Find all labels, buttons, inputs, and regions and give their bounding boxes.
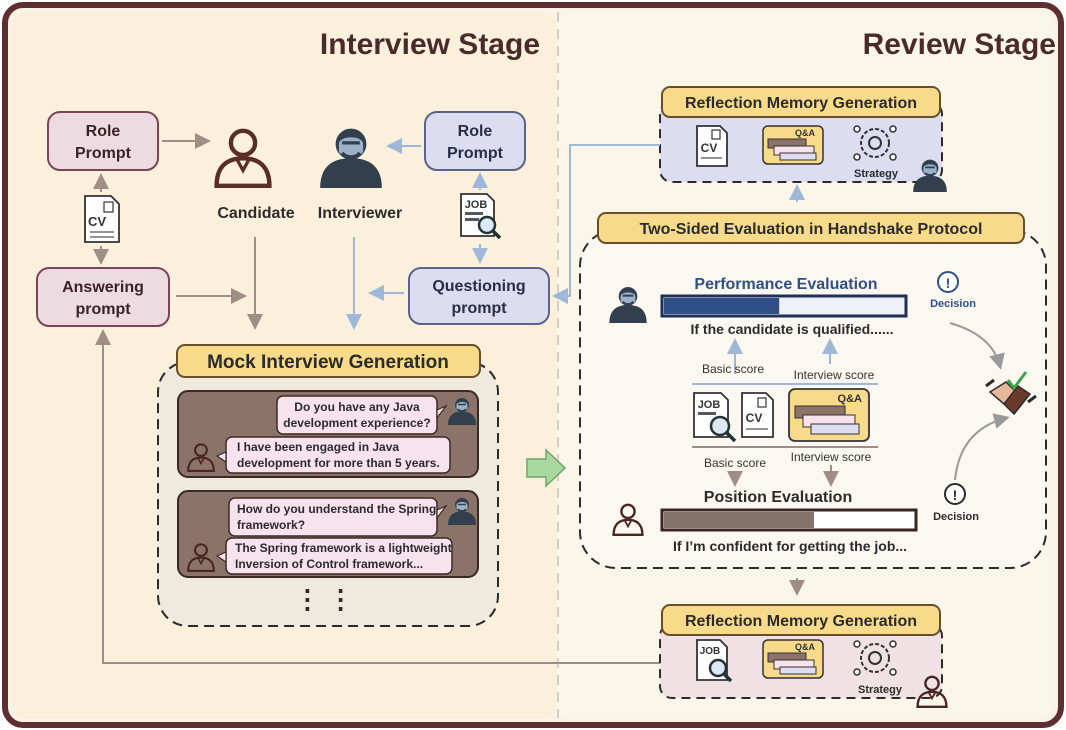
evaluation-job-label: JOB bbox=[698, 399, 721, 411]
reflection-top-strategy-label: Strategy bbox=[854, 168, 899, 180]
performance-title: Performance Evaluation bbox=[694, 276, 877, 293]
performance-caption: If the candidate is qualified...... bbox=[690, 321, 893, 337]
evaluation-cv-label: CV bbox=[746, 411, 763, 425]
basic-score-top: Basic score bbox=[702, 362, 764, 376]
candidate-role-prompt-box: Role Prompt bbox=[47, 111, 159, 171]
reflection-top-title-box bbox=[661, 86, 941, 118]
evaluation-qa-label: Q&A bbox=[838, 393, 863, 405]
reflection-bottom-strategy-icon bbox=[853, 640, 897, 676]
reflection-bottom-job-label: JOB bbox=[700, 646, 721, 657]
interviewer-label: Interviewer bbox=[318, 205, 402, 222]
mock-interview-title-box bbox=[176, 344, 481, 378]
svg-text:!: ! bbox=[953, 487, 958, 503]
performance-bar-fill bbox=[664, 298, 780, 314]
decision-top-icon: ! bbox=[937, 271, 959, 293]
evaluation-qa-icon: Q&A bbox=[788, 388, 870, 442]
dialog2-answer-line1: The Spring framework is a lightweight bbox=[235, 541, 452, 555]
decision-bottom-label: Decision bbox=[933, 511, 979, 523]
candidate-label: Candidate bbox=[217, 205, 294, 222]
dialog2-answer-line2: Inversion of Control framework... bbox=[235, 557, 423, 571]
reflection-bottom-title: Reflection Memory Generation bbox=[685, 613, 917, 630]
svg-text:!: ! bbox=[946, 275, 951, 291]
reflection-bottom-strategy-label: Strategy bbox=[858, 684, 903, 696]
interview-score-bottom: Interview score bbox=[791, 450, 872, 464]
candidate-role-prompt-line1: Role bbox=[86, 123, 121, 140]
more-dialogs-ellipsis: ⋮ ⋮ bbox=[294, 584, 353, 614]
basic-score-bottom: Basic score bbox=[704, 456, 766, 470]
dialog2-question-line2: framework? bbox=[237, 518, 305, 532]
reflection-top-cv-icon: CV bbox=[696, 125, 728, 167]
dialog1-question-line1: Do you have any Java bbox=[294, 400, 420, 414]
questioning-prompt-box: Questioning prompt bbox=[408, 267, 550, 325]
interviewer-role-prompt-line1: Role bbox=[458, 123, 493, 140]
handshake-icon bbox=[985, 371, 1037, 416]
dialog1-answer-line1: I have been engaged in Java bbox=[237, 440, 399, 454]
interviewer-role-prompt-line2: Prompt bbox=[447, 145, 504, 162]
reflection-bottom-job-icon: JOB bbox=[696, 639, 733, 683]
job-document-icon-left: JOB bbox=[460, 193, 502, 240]
interviewer-role-prompt-box: Role Prompt bbox=[424, 111, 526, 171]
reflection-top-strategy-icon bbox=[853, 125, 897, 161]
interview-score-top: Interview score bbox=[794, 368, 875, 382]
stage-transition-arrow bbox=[526, 448, 567, 488]
dialog2-question-line1: How do you understand the Spring bbox=[237, 502, 436, 516]
arrow-top-reflection-to-questioning bbox=[552, 144, 660, 304]
arrow-decision-top-to-handshake bbox=[949, 322, 1005, 370]
arrow-bottom-reflection-to-answering bbox=[95, 329, 660, 664]
decision-top-label: Decision bbox=[930, 298, 976, 310]
dialog1-answer-line2: development for more than 5 years. bbox=[237, 456, 440, 470]
position-caption: If I’m confident for getting the job... bbox=[673, 538, 907, 554]
job-label-left: JOB bbox=[465, 199, 488, 211]
interview-stage-title: Interview Stage bbox=[320, 28, 540, 61]
questioning-prompt-line2: prompt bbox=[451, 300, 507, 317]
mock-interview-title: Mock Interview Generation bbox=[207, 352, 449, 373]
evaluation-job-icon: JOB bbox=[693, 392, 737, 443]
position-bar-fill bbox=[664, 512, 814, 528]
arrow-decision-bottom-to-handshake bbox=[954, 413, 1010, 481]
decision-bottom-icon: ! bbox=[944, 483, 966, 505]
questioning-prompt-line1: Questioning bbox=[432, 278, 525, 295]
evaluation-title-box bbox=[597, 212, 1025, 244]
reflection-top-qa-icon: Q&A bbox=[762, 125, 824, 165]
evaluation-cv-icon: CV bbox=[741, 392, 774, 438]
cv-label-left: CV bbox=[88, 214, 106, 229]
review-stage-title: Review Stage bbox=[863, 28, 1056, 61]
dialog-card-2: How do you understand the Spring framewo… bbox=[177, 490, 479, 578]
candidate-role-prompt-line2: Prompt bbox=[75, 145, 132, 162]
reflection-bottom-qa-label: Q&A bbox=[795, 642, 816, 652]
evaluation-title: Two-Sided Evaluation in Handshake Protoc… bbox=[640, 221, 983, 238]
reflection-top-qa-label: Q&A bbox=[795, 128, 816, 138]
answering-prompt-box: Answering prompt bbox=[36, 267, 170, 327]
dialog1-question-line2: development experience? bbox=[283, 416, 430, 430]
reflection-top-cv-label: CV bbox=[701, 141, 718, 155]
reflection-top-title: Reflection Memory Generation bbox=[685, 95, 917, 112]
reflection-bottom-qa-icon: Q&A bbox=[762, 639, 824, 679]
dialog-card-1: Do you have any Java development experie… bbox=[177, 390, 479, 478]
answering-prompt-line2: prompt bbox=[75, 301, 131, 318]
cv-document-icon: CV bbox=[84, 195, 120, 243]
answering-prompt-line1: Answering bbox=[62, 279, 144, 296]
reflection-bottom-title-box bbox=[661, 604, 941, 636]
position-title: Position Evaluation bbox=[704, 489, 852, 506]
